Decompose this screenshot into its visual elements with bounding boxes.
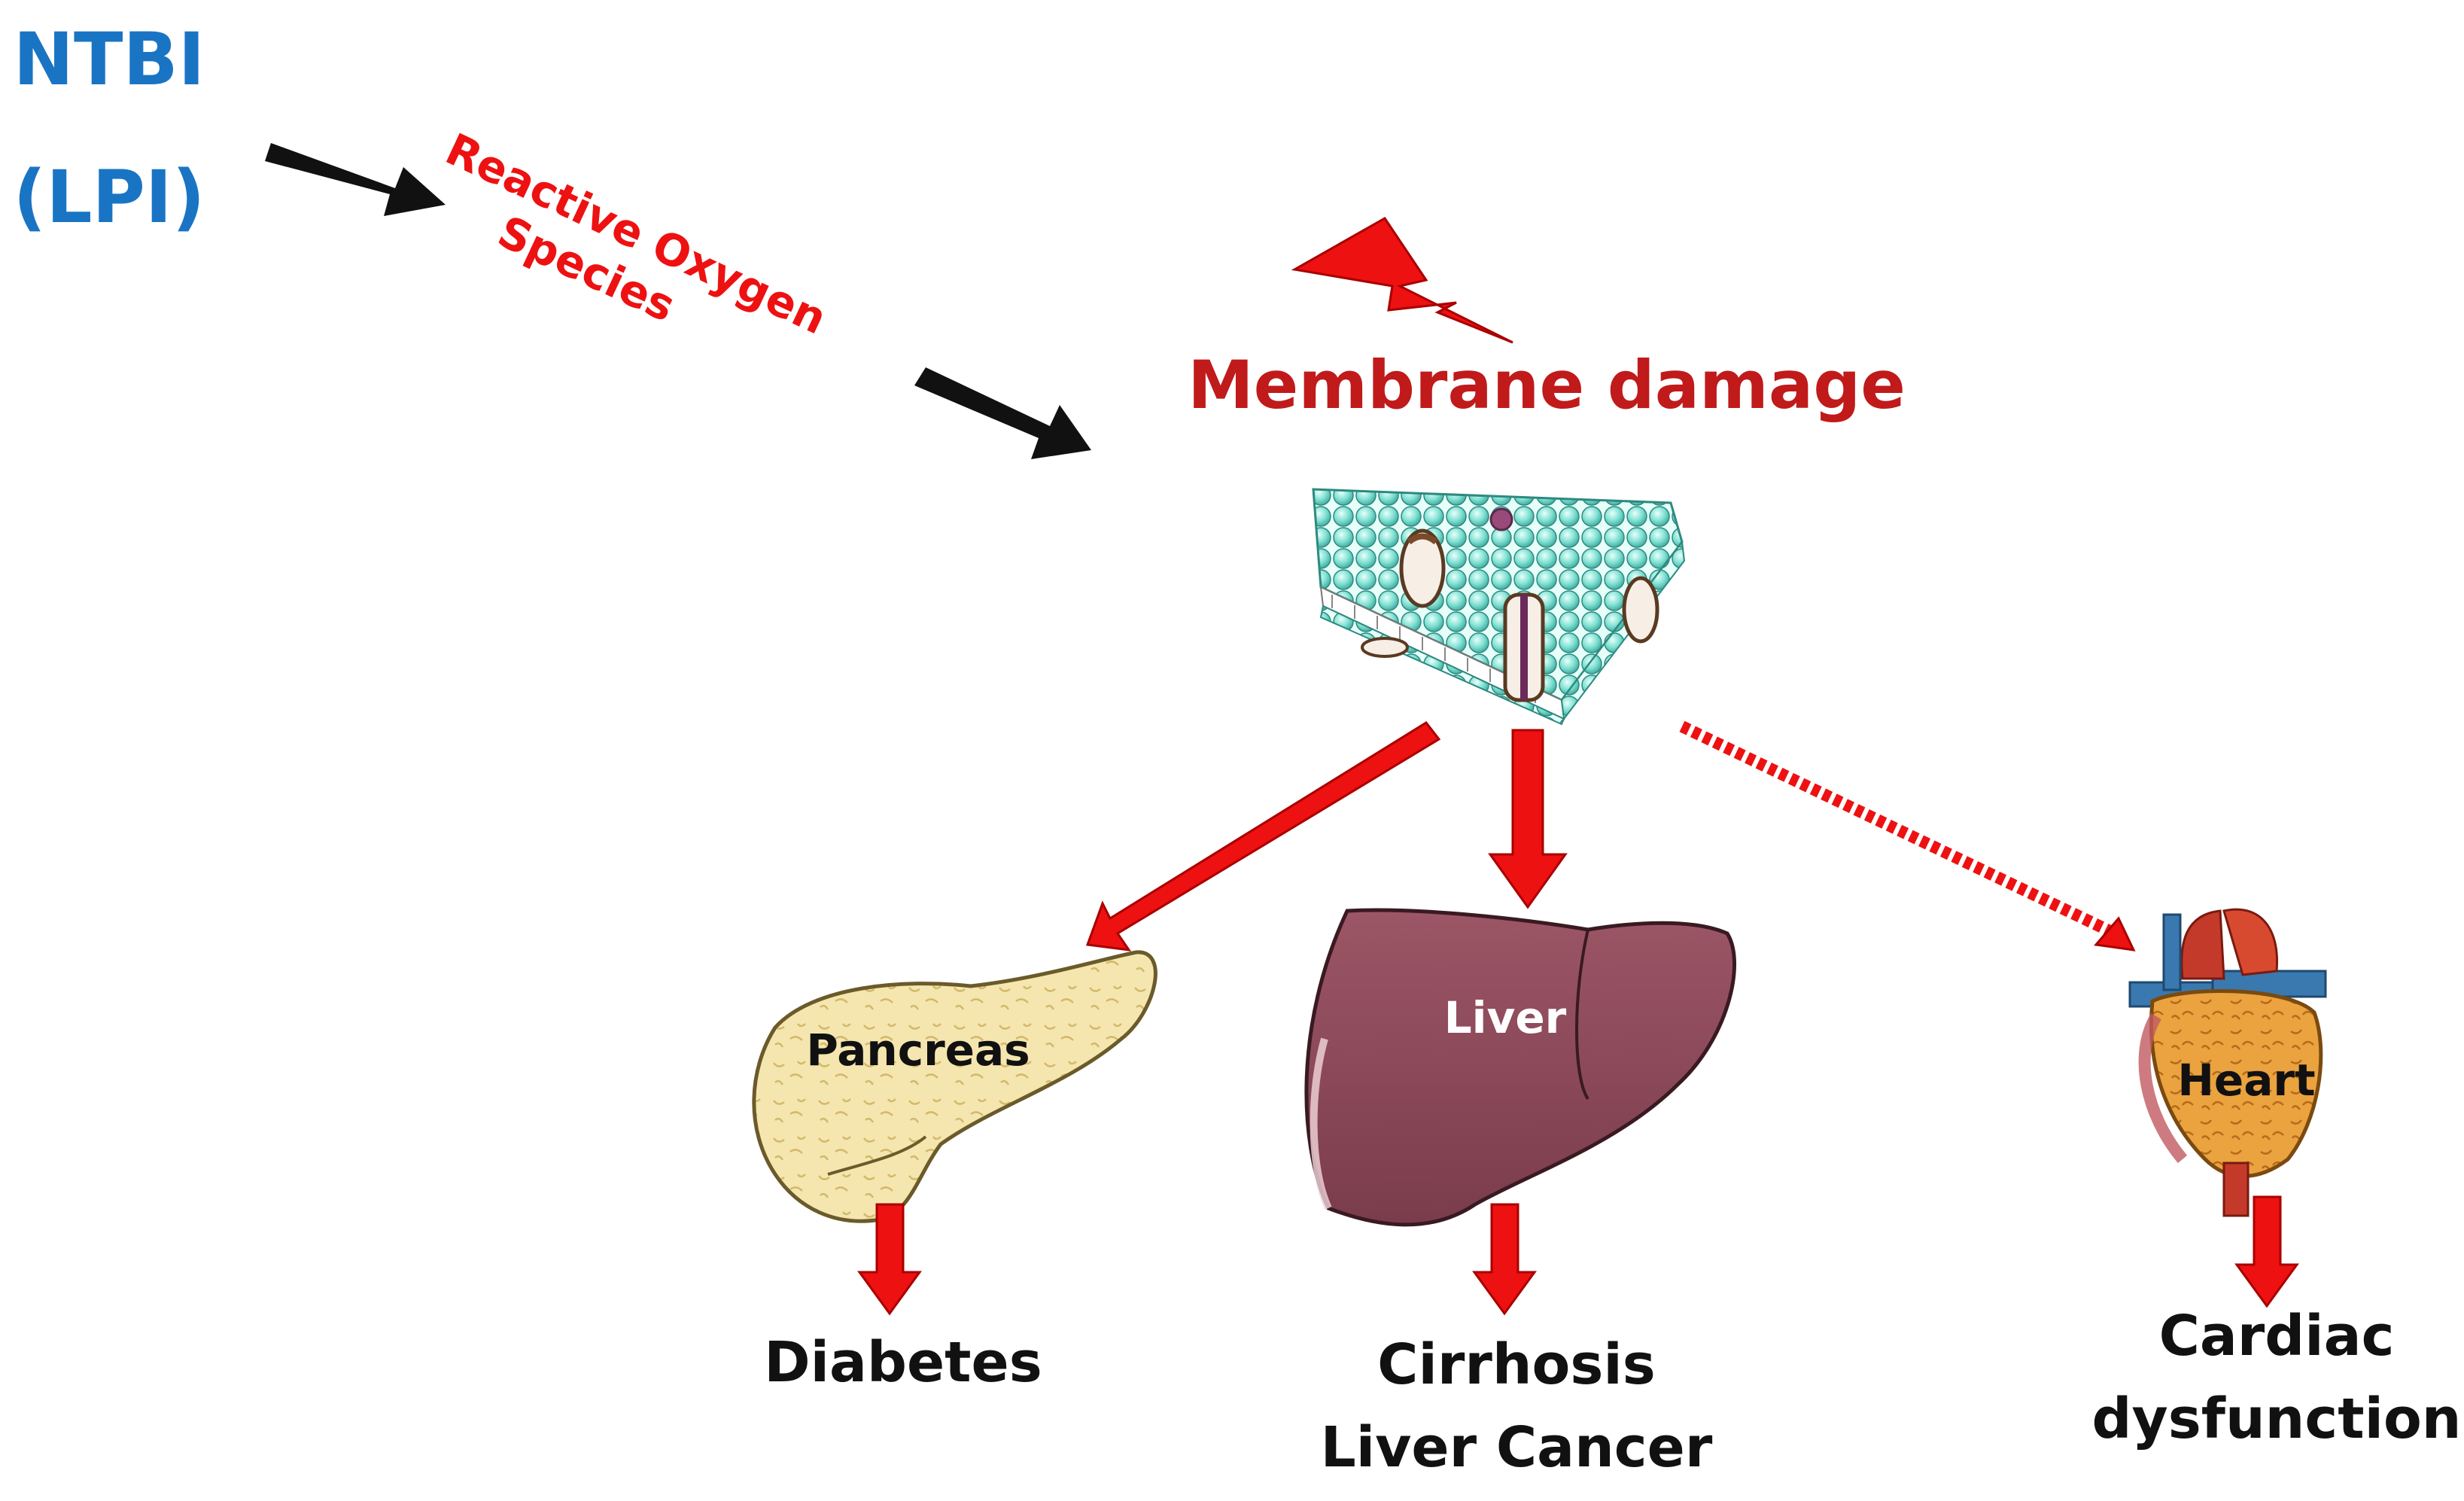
liver-cancer-label: Liver Cancer bbox=[1321, 1415, 1713, 1480]
diabetes-label: Diabetes bbox=[764, 1330, 1042, 1395]
arrow-ros-to-membrane bbox=[914, 367, 1091, 459]
cell-membrane-icon bbox=[1312, 488, 1686, 726]
ros-label-group: Reactive Oxygen Species bbox=[438, 123, 834, 345]
lpi-label: (LPI) bbox=[14, 155, 205, 239]
dysfunction-label: dysfunction bbox=[2092, 1387, 2462, 1451]
cirrhosis-label: Cirrhosis bbox=[1377, 1332, 1656, 1397]
heart-label: Heart bbox=[2177, 1055, 2315, 1106]
arrow-pancreas-to-diabetes bbox=[857, 1203, 922, 1316]
pancreas-icon bbox=[752, 950, 1157, 1223]
ntbi-label: NTBI bbox=[14, 17, 205, 102]
lightning-bolt-icon bbox=[1291, 217, 1513, 344]
arrow-ntbi-to-ros bbox=[265, 143, 446, 216]
pancreas-label: Pancreas bbox=[806, 1025, 1030, 1076]
heart-icon bbox=[2128, 908, 2327, 1217]
arrow-liver-to-cirrhosis bbox=[1472, 1203, 1537, 1316]
arrow-heart-to-cardiac bbox=[2234, 1195, 2299, 1308]
arrow-membrane-to-pancreas bbox=[1085, 721, 1441, 951]
membrane-damage-label: Membrane damage bbox=[1188, 346, 1906, 424]
cardiac-label: Cardiac bbox=[2159, 1304, 2395, 1369]
arrow-membrane-to-liver bbox=[1488, 729, 1568, 909]
liver-icon bbox=[1304, 908, 1737, 1227]
arrow-membrane-to-heart-dashed bbox=[1679, 720, 2136, 951]
liver-label: Liver bbox=[1444, 992, 1567, 1043]
